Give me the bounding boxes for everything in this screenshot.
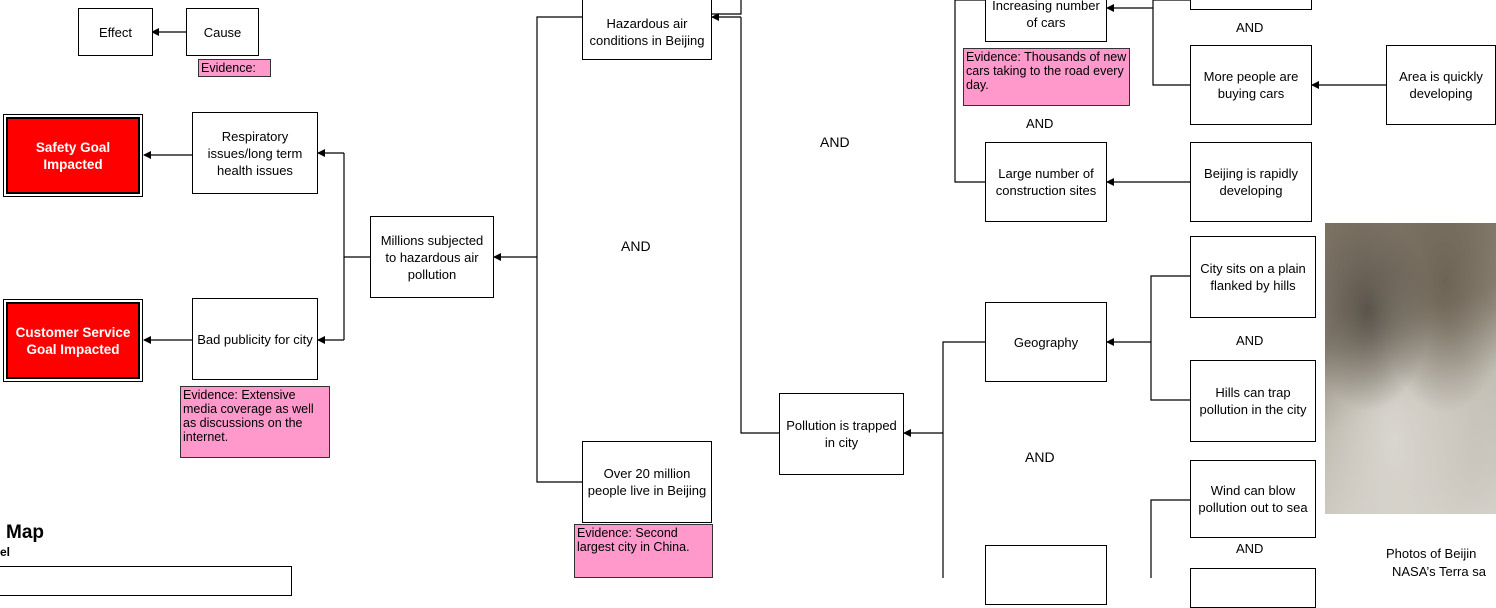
city-plain-label: City sits on a plain flanked by hills — [1200, 261, 1306, 293]
map-legend-box — [0, 566, 292, 596]
construction-label: Large number of construction sites — [995, 166, 1097, 198]
bottom-box-right — [1190, 568, 1316, 608]
area-developing-box: Area is quickly developing — [1386, 45, 1496, 125]
and-label-geography: AND — [1236, 333, 1264, 348]
hills-trap-box: Hills can trap pollution in the city — [1190, 360, 1316, 442]
respiratory-box: Respiratory issues/long term health issu… — [192, 112, 318, 194]
legend-evidence: Evidence: — [198, 59, 271, 77]
and-label-wind: AND — [1236, 541, 1264, 556]
hazardous-box: Hazardous air conditions in Beijing — [582, 0, 712, 60]
customer-goal-label: Customer Service Goal Impacted — [15, 324, 131, 357]
and-label-upper: AND — [820, 134, 850, 150]
millions-box: Millions subjected to hazardous air poll… — [370, 216, 494, 298]
respiratory-label: Respiratory issues/long term health issu… — [207, 128, 303, 178]
and-label-lower: AND — [1025, 449, 1055, 465]
map-subtitle: el — [0, 545, 11, 559]
legend-effect: Effect — [78, 8, 153, 56]
legend-cause: Cause — [186, 8, 259, 56]
satellite-photo — [1325, 223, 1496, 514]
bad-publicity-box: Bad publicity for city — [192, 298, 318, 380]
and-label-right-top: AND — [1236, 20, 1264, 35]
geography-label: Geography — [1013, 334, 1079, 350]
geography-box: Geography — [985, 302, 1107, 382]
increasing-cars-box: Increasing number of cars — [985, 0, 1107, 42]
bottom-box-mid — [985, 545, 1107, 605]
customer-goal-box: Customer Service Goal Impacted — [3, 299, 143, 382]
more-people-box: More people are buying cars — [1190, 45, 1312, 125]
pollution-trapped-box: Pollution is trapped in city — [779, 393, 904, 475]
and-label-cars: AND — [1026, 116, 1054, 131]
wind-box: Wind can blow pollution out to sea — [1190, 460, 1316, 538]
map-title: Map — [6, 522, 44, 543]
and-label-center: AND — [621, 238, 651, 254]
legend-cause-label: Cause — [203, 24, 242, 40]
wind-label: Wind can blow pollution out to sea — [1198, 483, 1308, 515]
millions-label: Millions subjected to hazardous air poll… — [380, 232, 484, 282]
beijing-developing-label: Beijing is rapidly developing — [1204, 166, 1298, 198]
safety-goal-box: Safety Goal Impacted — [3, 114, 143, 197]
photo-caption-line-2: NASA’s Terra sa — [1392, 564, 1486, 579]
bad-publicity-label: Bad publicity for city — [197, 331, 313, 347]
top-right-box — [1190, 0, 1312, 10]
evidence-media-label: Evidence: Extensive media coverage as we… — [183, 388, 314, 444]
over-20-million-label: Over 20 million people live in Beijing — [587, 466, 707, 498]
photo-caption-line-1: Photos of Beijin — [1386, 546, 1477, 561]
increasing-cars-label: Increasing number of cars — [992, 0, 1100, 30]
hazardous-label: Hazardous air conditions in Beijing — [589, 16, 705, 48]
evidence-cars-label: Evidence: Thousands of new cars taking t… — [966, 50, 1127, 92]
evidence-media: Evidence: Extensive media coverage as we… — [180, 386, 330, 458]
legend-evidence-label: Evidence: — [201, 61, 256, 75]
evidence-cars: Evidence: Thousands of new cars taking t… — [963, 48, 1130, 106]
evidence-second-city-label: Evidence: Second largest city in China. — [577, 526, 690, 554]
connector-lines — [143, 0, 1386, 578]
beijing-developing-box: Beijing is rapidly developing — [1190, 142, 1312, 222]
hills-trap-label: Hills can trap pollution in the city — [1199, 385, 1307, 417]
evidence-second-city: Evidence: Second largest city in China. — [574, 524, 713, 578]
over-20-million-box: Over 20 million people live in Beijing — [582, 441, 712, 523]
area-developing-label: Area is quickly developing — [1399, 69, 1483, 101]
safety-goal-label: Safety Goal Impacted — [35, 139, 111, 172]
construction-box: Large number of construction sites — [985, 142, 1107, 222]
legend-effect-label: Effect — [98, 24, 132, 40]
pollution-trapped-label: Pollution is trapped in city — [786, 418, 897, 450]
more-people-label: More people are buying cars — [1203, 69, 1299, 101]
city-plain-box: City sits on a plain flanked by hills — [1190, 236, 1316, 318]
